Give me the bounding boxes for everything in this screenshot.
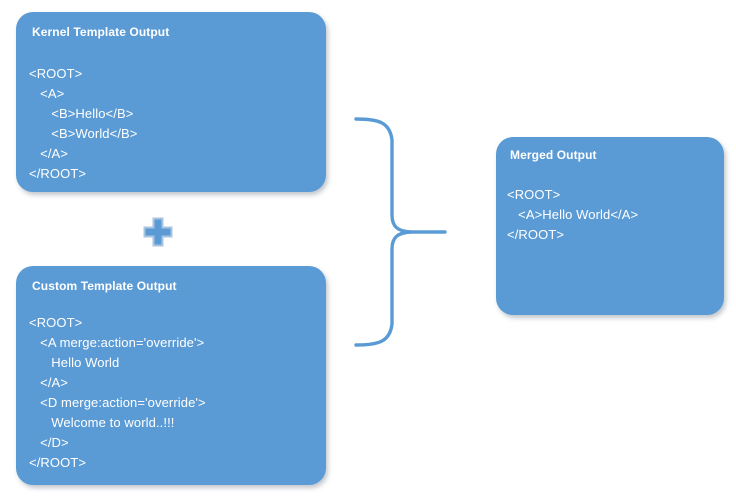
card-body-xml: <ROOT> <A>Hello World</A> </ROOT>	[507, 187, 639, 242]
plus-icon	[143, 217, 173, 247]
card-merged-output: Merged Output <ROOT> <A>Hello World</A> …	[496, 137, 724, 315]
card-custom-template-output: Custom Template Output <ROOT> <A merge:a…	[16, 266, 326, 485]
card-title: Custom Template Output	[32, 279, 177, 293]
curly-brace-right-icon	[350, 110, 454, 354]
card-title: Merged Output	[510, 148, 597, 162]
card-body-xml: <ROOT> <A> <B>Hello</B> <B>World</B> </A…	[29, 66, 138, 181]
card-body-xml: <ROOT> <A merge:action='override'> Hello…	[29, 315, 206, 470]
card-kernel-template-output: Kernel Template Output <ROOT> <A> <B>Hel…	[16, 12, 326, 192]
card-title: Kernel Template Output	[32, 25, 170, 39]
